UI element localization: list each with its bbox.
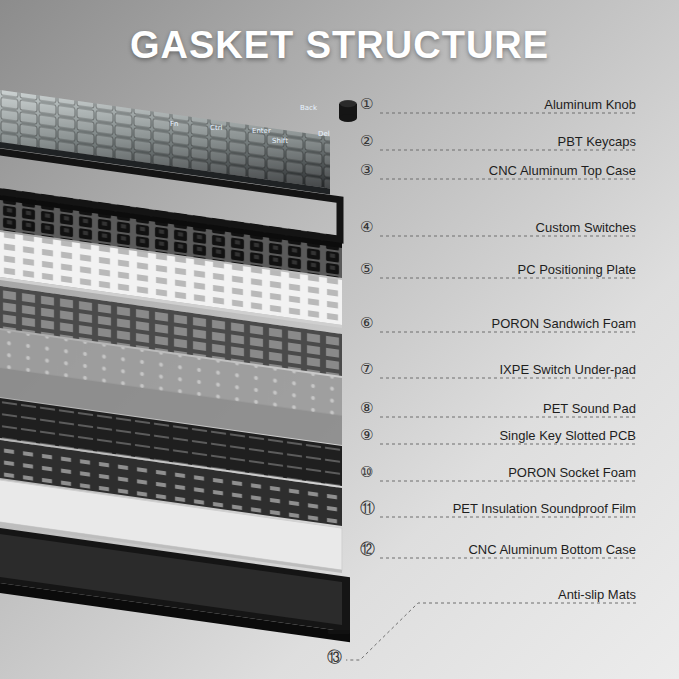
callout-number: ⑪ bbox=[360, 499, 375, 518]
callout-number: ⑩ bbox=[360, 463, 373, 481]
part-name: PET Insulation Soundproof Film bbox=[453, 501, 636, 516]
part-name: Anti-slip Mats bbox=[558, 587, 636, 602]
callout-number: ② bbox=[360, 132, 373, 150]
part-name: PET Sound Pad bbox=[543, 401, 636, 416]
part-name: IXPE Switch Under-pad bbox=[499, 362, 636, 377]
part-name: PBT Keycaps bbox=[557, 134, 636, 149]
part-name: Single Key Slotted PCB bbox=[499, 428, 636, 443]
callout-number: ① bbox=[360, 95, 373, 113]
keycap-legend: Del bbox=[318, 130, 330, 138]
part-name: CNC Aluminum Top Case bbox=[489, 163, 636, 178]
keycap-legend: Fn bbox=[170, 120, 178, 128]
callout-number: ⑦ bbox=[360, 360, 373, 378]
keycap-legend: Shift bbox=[272, 137, 288, 145]
callout-number: ③ bbox=[360, 161, 373, 179]
keycap-legend: Ctrl bbox=[210, 124, 222, 132]
keycap-legend: Back bbox=[300, 104, 317, 112]
callout-number: ⑨ bbox=[360, 426, 373, 444]
callout-number: ⑧ bbox=[360, 399, 373, 417]
title: GASKET STRUCTURE bbox=[0, 24, 679, 67]
part-name: Aluminum Knob bbox=[544, 97, 636, 112]
part-name: CNC Aluminum Bottom Case bbox=[468, 542, 636, 557]
callout-number: ⑤ bbox=[360, 260, 373, 278]
callout-number: ⑥ bbox=[360, 314, 373, 332]
keycap-legend: Enter bbox=[252, 127, 271, 135]
part-name: PC Positioning Plate bbox=[517, 262, 636, 277]
callout-number: ⑫ bbox=[360, 540, 375, 559]
callout-number: ⑬ bbox=[327, 648, 342, 667]
part-name: Custom Switches bbox=[536, 220, 636, 235]
part-name: PORON Sandwich Foam bbox=[492, 316, 637, 331]
part-name: PORON Socket Foam bbox=[508, 465, 636, 480]
callout-number: ④ bbox=[360, 218, 373, 236]
